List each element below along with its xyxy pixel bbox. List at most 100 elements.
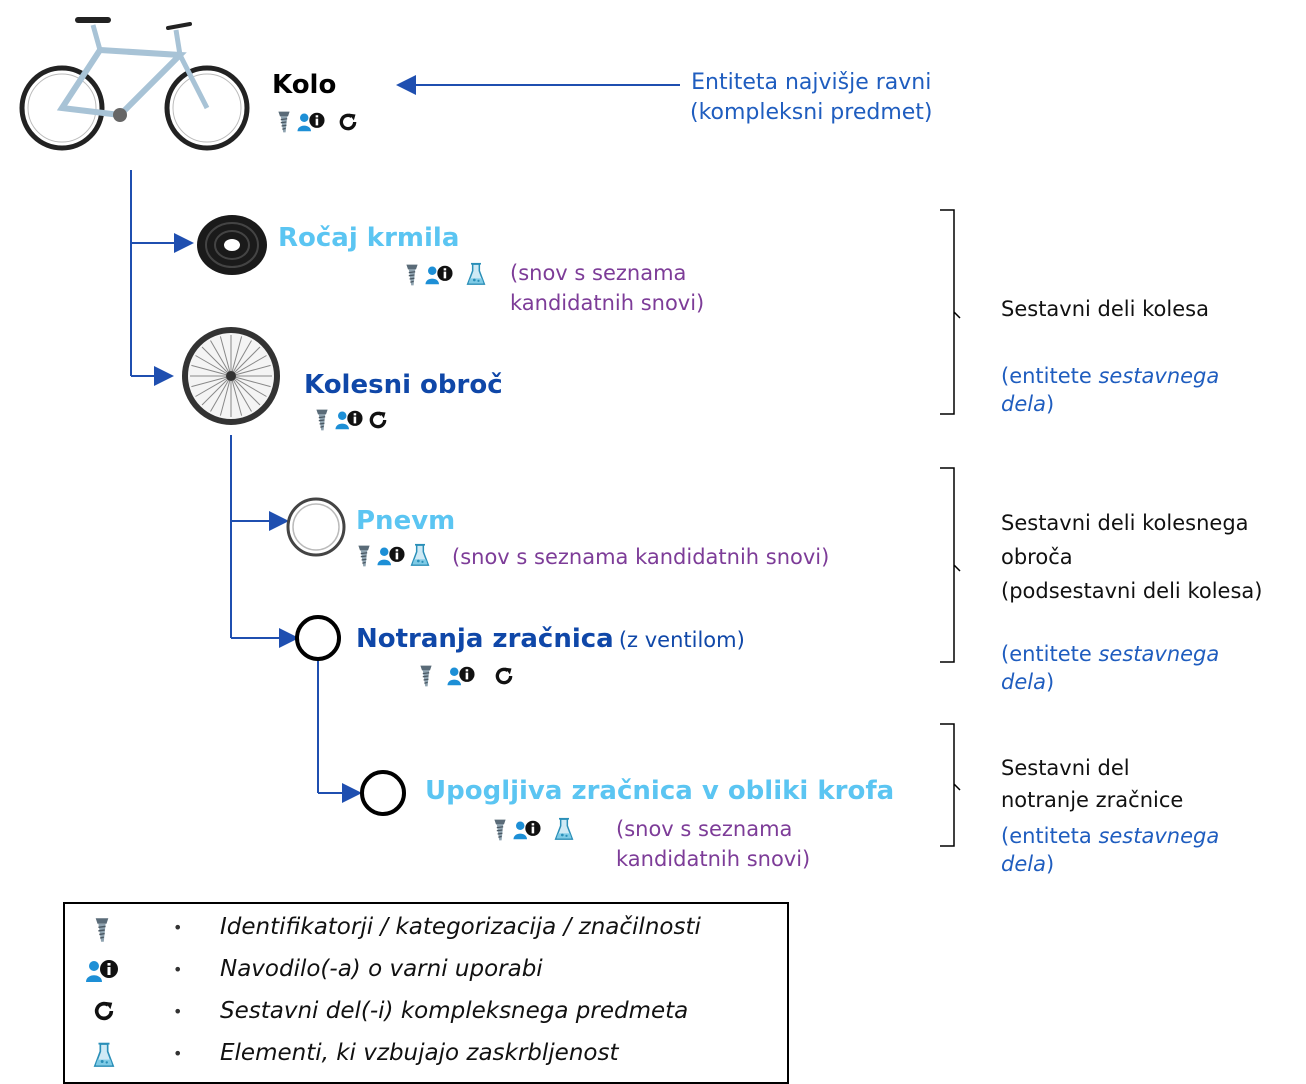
- safety-info-icon: [296, 111, 326, 133]
- flask-icon: [410, 543, 430, 569]
- group-1-note-suffix: ): [1045, 392, 1055, 416]
- upogljiva-note: (snov s seznama kandidatnih snovi): [616, 814, 810, 874]
- group-1-note-italic-2: dela: [1001, 392, 1046, 416]
- kolo-icons: [276, 110, 358, 134]
- wheel-spoke: [191, 375, 232, 388]
- pnevm-note: (snov s seznama kandidatnih snovi): [452, 545, 830, 569]
- group-2-label-line-3: (podsestavni deli kolesa): [1001, 579, 1263, 603]
- wheel-spoke: [230, 346, 261, 377]
- top-level-callout: Entiteta najvišje ravni (kompleksni pred…: [690, 68, 933, 128]
- legend-text: Sestavni del(-i) kompleksnega predmeta: [220, 998, 689, 1024]
- screw-icon: [492, 818, 508, 842]
- group-1-note-italic-1: sestavnega: [1098, 364, 1220, 388]
- cycle-icon: [338, 112, 358, 132]
- legend-row: • Identifikatorji / kategorizacija / zna…: [65, 912, 787, 952]
- group-2-note-prefix: (entitete: [1001, 642, 1099, 666]
- group-3-note-suffix: ): [1045, 852, 1055, 876]
- flask-icon: [466, 262, 486, 288]
- group-2-label: Sestavni deli kolesnega obroča (podsesta…: [1001, 506, 1262, 608]
- flask-icon: [554, 817, 574, 843]
- callout-line-2: (kompleksni predmet): [690, 100, 933, 125]
- group-2-note: (entitete sestavnega dela): [1001, 640, 1219, 696]
- legend-row: • Navodilo(-a) o varni uporabi: [65, 954, 787, 994]
- group-2-note-italic-2: dela: [1001, 670, 1046, 694]
- wheel-spoke: [219, 336, 232, 377]
- upogljiva-note-line-1: (snov s seznama: [616, 817, 793, 841]
- legend: • Identifikatorji / kategorizacija / zna…: [63, 902, 789, 1084]
- group-1-note-prefix: (entitete: [1001, 364, 1099, 388]
- safety-info-icon: [424, 264, 454, 286]
- screw-icon: [93, 916, 111, 944]
- inner-tube-image: [295, 615, 341, 661]
- cycle-icon: [93, 1000, 115, 1022]
- wheel-spoke: [230, 375, 271, 388]
- notranja-qualifier: (z ventilom): [618, 628, 745, 652]
- obroc-icons: [314, 408, 388, 432]
- wheel-spoke: [230, 375, 252, 412]
- notranja-title: Notranja zračnica: [356, 624, 614, 654]
- pnevm-icons: [356, 543, 430, 569]
- group-3-label: Sestavni del notranje zračnice: [1001, 752, 1183, 816]
- group-bracket-2: [940, 467, 961, 663]
- wheel-spoke: [195, 375, 232, 397]
- wheel-image: [182, 327, 280, 425]
- screw-icon: [356, 544, 372, 568]
- flask-icon: [93, 1042, 115, 1070]
- cycle-icon: [368, 410, 388, 430]
- wheel-spoke: [219, 375, 232, 416]
- group-2-note-italic-1: sestavnega: [1098, 642, 1220, 666]
- legend-text: Identifikatorji / kategorizacija / znači…: [220, 914, 701, 940]
- screw-icon: [404, 263, 420, 287]
- group-2-note-suffix: ): [1045, 670, 1055, 694]
- safety-info-icon: [512, 819, 542, 841]
- rocaj-note-line-2: kandidatnih snovi): [510, 291, 705, 315]
- notranja-heading: Notranja zračnica (z ventilom): [356, 624, 745, 654]
- wheel-spoke: [210, 375, 232, 412]
- donut-tube-image: [360, 770, 406, 816]
- wheel-spoke: [230, 364, 271, 377]
- safety-info-icon: [85, 958, 119, 984]
- group-3-label-line-2: notranje zračnice: [1001, 788, 1184, 812]
- bicycle-image: [19, 17, 250, 151]
- wheel-spoke: [230, 375, 243, 416]
- group-bracket-3: [940, 723, 961, 847]
- handlebar-grip-image: [197, 215, 267, 275]
- wheel-spoke: [230, 355, 267, 377]
- rocaj-note: (snov s seznama kandidatnih snovi): [510, 258, 704, 318]
- group-3-note-italic-2: dela: [1001, 852, 1046, 876]
- wheel-spoke: [230, 375, 267, 397]
- group-bracket-1: [940, 209, 961, 415]
- wheel-spoke: [195, 355, 232, 377]
- upogljiva-title: Upogljiva zračnica v obliki krofa: [425, 776, 895, 806]
- safety-info-icon: [376, 545, 406, 567]
- legend-row: • Sestavni del(-i) kompleksnega predmeta: [65, 996, 787, 1036]
- rocaj-icons: [404, 262, 486, 288]
- legend-text: Navodilo(-a) o varni uporabi: [220, 956, 543, 982]
- wheel-spoke: [210, 340, 232, 377]
- group-2-label-line-1: Sestavni deli kolesnega: [1001, 511, 1249, 535]
- screw-icon: [314, 408, 330, 432]
- screw-icon: [418, 664, 434, 688]
- callout-line-1: Entiteta najvišje ravni: [691, 70, 932, 95]
- tire-image: [286, 497, 346, 557]
- legend-row: • Elementi, ki vzbujajo zaskrbljenost: [65, 1038, 787, 1078]
- group-3-label-line-1: Sestavni del: [1001, 756, 1130, 780]
- kolo-title: Kolo: [272, 70, 337, 100]
- rocaj-title: Ročaj krmila: [278, 223, 460, 253]
- obroc-title: Kolesni obroč: [304, 370, 503, 400]
- group-3-note-prefix: (entiteta: [1001, 824, 1099, 848]
- group-1-note: (entitete sestavnega dela): [1001, 362, 1219, 418]
- wheel-spoke: [230, 336, 243, 377]
- rocaj-note-line-1: (snov s seznama: [510, 261, 687, 285]
- cycle-icon: [494, 666, 514, 686]
- screw-icon: [276, 110, 292, 134]
- safety-info-icon: [446, 665, 476, 687]
- legend-text: Elementi, ki vzbujajo zaskrbljenost: [220, 1040, 619, 1066]
- safety-info-icon: [334, 409, 364, 431]
- group-3-note-italic-1: sestavnega: [1098, 824, 1220, 848]
- wheel-spoke: [201, 346, 232, 377]
- group-3-note: (entiteta sestavnega dela): [1001, 822, 1219, 878]
- wheel-spoke: [230, 340, 252, 377]
- wheel-spoke: [201, 375, 232, 406]
